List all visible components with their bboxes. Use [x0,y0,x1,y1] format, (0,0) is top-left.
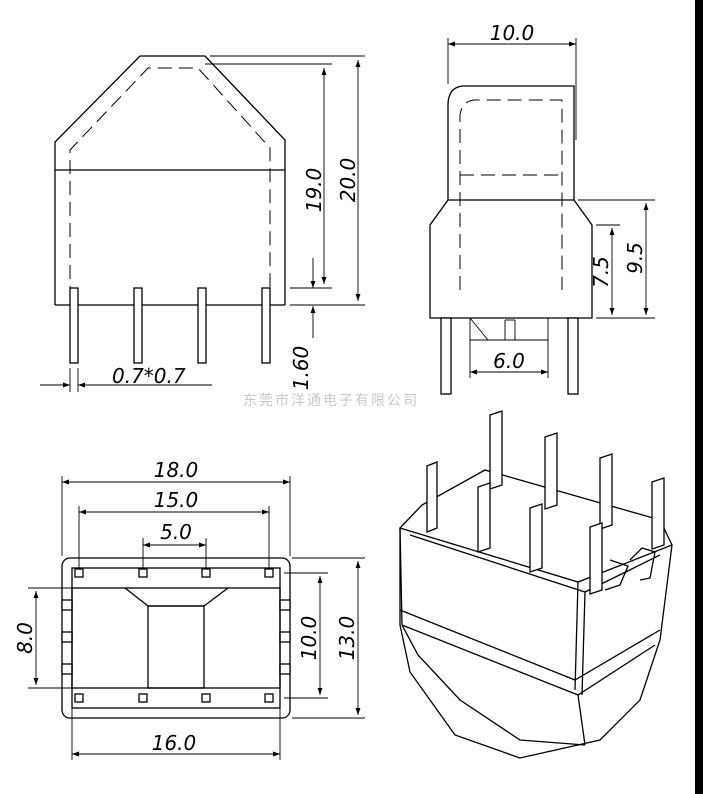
side-pins [440,317,579,395]
front-body-outline [54,55,286,305]
dim-core-width: 8.0 [13,622,37,654]
page-frame-bar [695,0,703,794]
dim-outer-height: 13.0 [335,616,359,661]
front-pins [69,287,271,364]
iso-pins [426,410,665,595]
dim-inner-pins: 5.0 [160,520,192,544]
front-hidden-lines [69,67,271,300]
bottom-view: 18.0 15.0 5.0 8.0 10.0 13.0 16.0 [13,458,365,760]
dim-outer-width: 18.0 [154,458,199,482]
dim-shoulder-b: 9.5 [623,242,647,274]
bottom-pin-squares [74,568,274,703]
dim-height-total: 20.0 [336,158,360,203]
dim-pin-length: 1.60 [289,346,313,391]
side-hidden-lines [459,99,563,290]
dim-shoulder-a: 7.5 [589,256,613,288]
dim-width-top: 10.0 [490,21,535,45]
iso-body-outline [399,469,673,759]
front-view: 19.0 20.0 1.60 0.7*0.7 [40,55,365,392]
isometric-view [399,410,673,759]
dim-pin-pitch: 10.0 [297,616,321,661]
dim-pin-spacing: 6.0 [493,349,525,373]
bottom-base-outline [61,557,291,719]
dim-height-body: 19.0 [302,168,326,213]
side-body-outline [429,85,593,319]
dim-pin-section: 0.7*0.7 [112,364,186,388]
dim-pin-row: 15.0 [154,488,199,512]
dim-base-width: 16.0 [152,731,197,755]
side-view: 10.0 7.5 9.5 6.0 [429,21,655,395]
company-watermark: 东莞市洋通电子有限公司 [243,392,419,409]
